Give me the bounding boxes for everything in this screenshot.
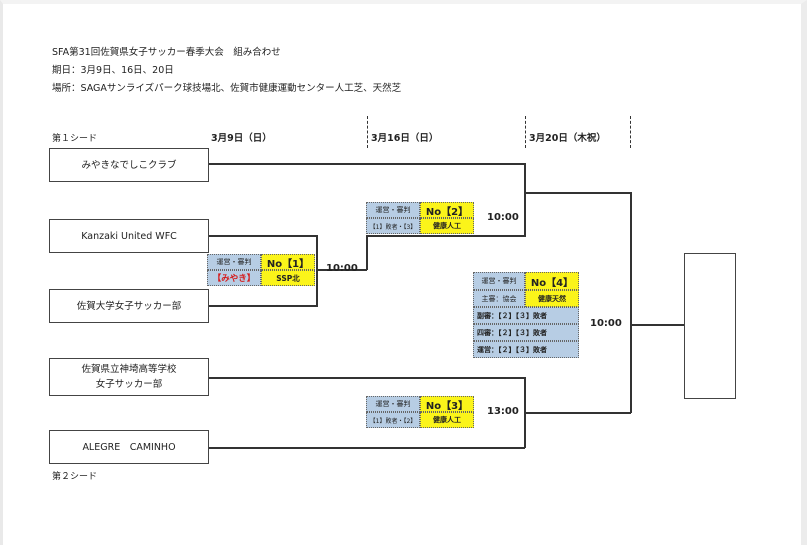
team-name: Kanzaki United WFC xyxy=(81,230,177,242)
bracket-line xyxy=(524,192,631,194)
bracket-line xyxy=(366,235,526,237)
team-box: みやきなでしこクラブ xyxy=(49,148,209,182)
bracket-line xyxy=(316,269,367,271)
team-box: Kanzaki United WFC xyxy=(49,219,209,253)
bracket-line xyxy=(524,163,526,236)
team-name: 佐賀大学女子サッカー部 xyxy=(76,300,182,312)
match4-fourth-official: 四審：【２】【３】敗者 xyxy=(473,324,579,341)
tournament-title: SFA第31回佐賀県女子サッカー春季大会 組み合わせ xyxy=(52,47,281,58)
bracket-line xyxy=(316,235,318,307)
bracket-line xyxy=(630,324,684,326)
team-name: みやきなでしこクラブ xyxy=(81,159,177,171)
team-name: 女子サッカー部 xyxy=(95,379,163,390)
match2-number: No【2】 xyxy=(420,202,474,218)
bracket-line xyxy=(209,235,317,237)
round2-date: 3月16日（日） xyxy=(371,133,439,144)
match1-staff-team: 【みやき】 xyxy=(207,270,261,286)
bracket-line xyxy=(209,305,317,307)
bracket-line xyxy=(209,377,525,379)
match2-venue: 健康人工 xyxy=(420,218,474,234)
column-separator xyxy=(630,116,631,148)
match3-time: 13:00 xyxy=(487,406,519,417)
team-name: ALEGRE CAMINHO xyxy=(82,441,176,453)
round3-date: 3月20日（木祝） xyxy=(529,133,606,144)
team-box: 佐賀大学女子サッカー部 xyxy=(49,289,209,323)
match3-number: No【3】 xyxy=(420,396,474,412)
match4-staff-label: 運営・審判 xyxy=(473,272,525,290)
match4-chief-referee: 主審：協会 xyxy=(473,290,525,307)
match3-staff-team: 【1】敗者・【2】 xyxy=(366,412,420,428)
venue-line: 場所：SAGAサンライズパーク球技場北、佐賀市健康運動センター人工芝、天然芝 xyxy=(52,83,402,94)
match1-time: 10:00 xyxy=(326,263,358,274)
match4-assistant-referee: 副審：【２】【３】敗者 xyxy=(473,307,579,324)
match4-time: 10:00 xyxy=(590,318,622,329)
column-separator xyxy=(367,116,368,148)
champion-box xyxy=(684,253,736,399)
match1-staff-label: 運営・審判 xyxy=(207,254,261,270)
team-box: ALEGRE CAMINHO xyxy=(49,430,209,464)
match4-number: No【4】 xyxy=(525,272,579,290)
match2-staff-team: 【1】敗者・【3】 xyxy=(366,218,420,234)
match2-staff-label: 運営・審判 xyxy=(366,202,420,218)
first-seed-label: 第１シード xyxy=(52,134,98,144)
team-box: 佐賀県立神埼高等学校 女子サッカー部 xyxy=(49,358,209,396)
match3-staff-label: 運営・審判 xyxy=(366,396,420,412)
bracket-line xyxy=(209,447,525,449)
match4-venue: 健康天然 xyxy=(525,290,579,307)
bracket-line xyxy=(209,163,525,165)
match4-operations: 運営：【２】【３】敗者 xyxy=(473,341,579,358)
bracket-line xyxy=(630,192,632,413)
match2-time: 10:00 xyxy=(487,212,519,223)
second-seed-label: 第２シード xyxy=(52,472,98,482)
match1-venue: SSP北 xyxy=(261,270,315,286)
match1-number: No【1】 xyxy=(261,254,315,270)
match3-venue: 健康人工 xyxy=(420,412,474,428)
bracket-line xyxy=(524,412,631,414)
round1-date: 3月9日（日） xyxy=(211,133,272,144)
column-separator xyxy=(525,116,526,148)
dates-line: 期日：3月9日、16日、20日 xyxy=(52,65,174,76)
bracket-line xyxy=(366,235,368,270)
team-name: 佐賀県立神埼高等学校 xyxy=(81,364,177,375)
